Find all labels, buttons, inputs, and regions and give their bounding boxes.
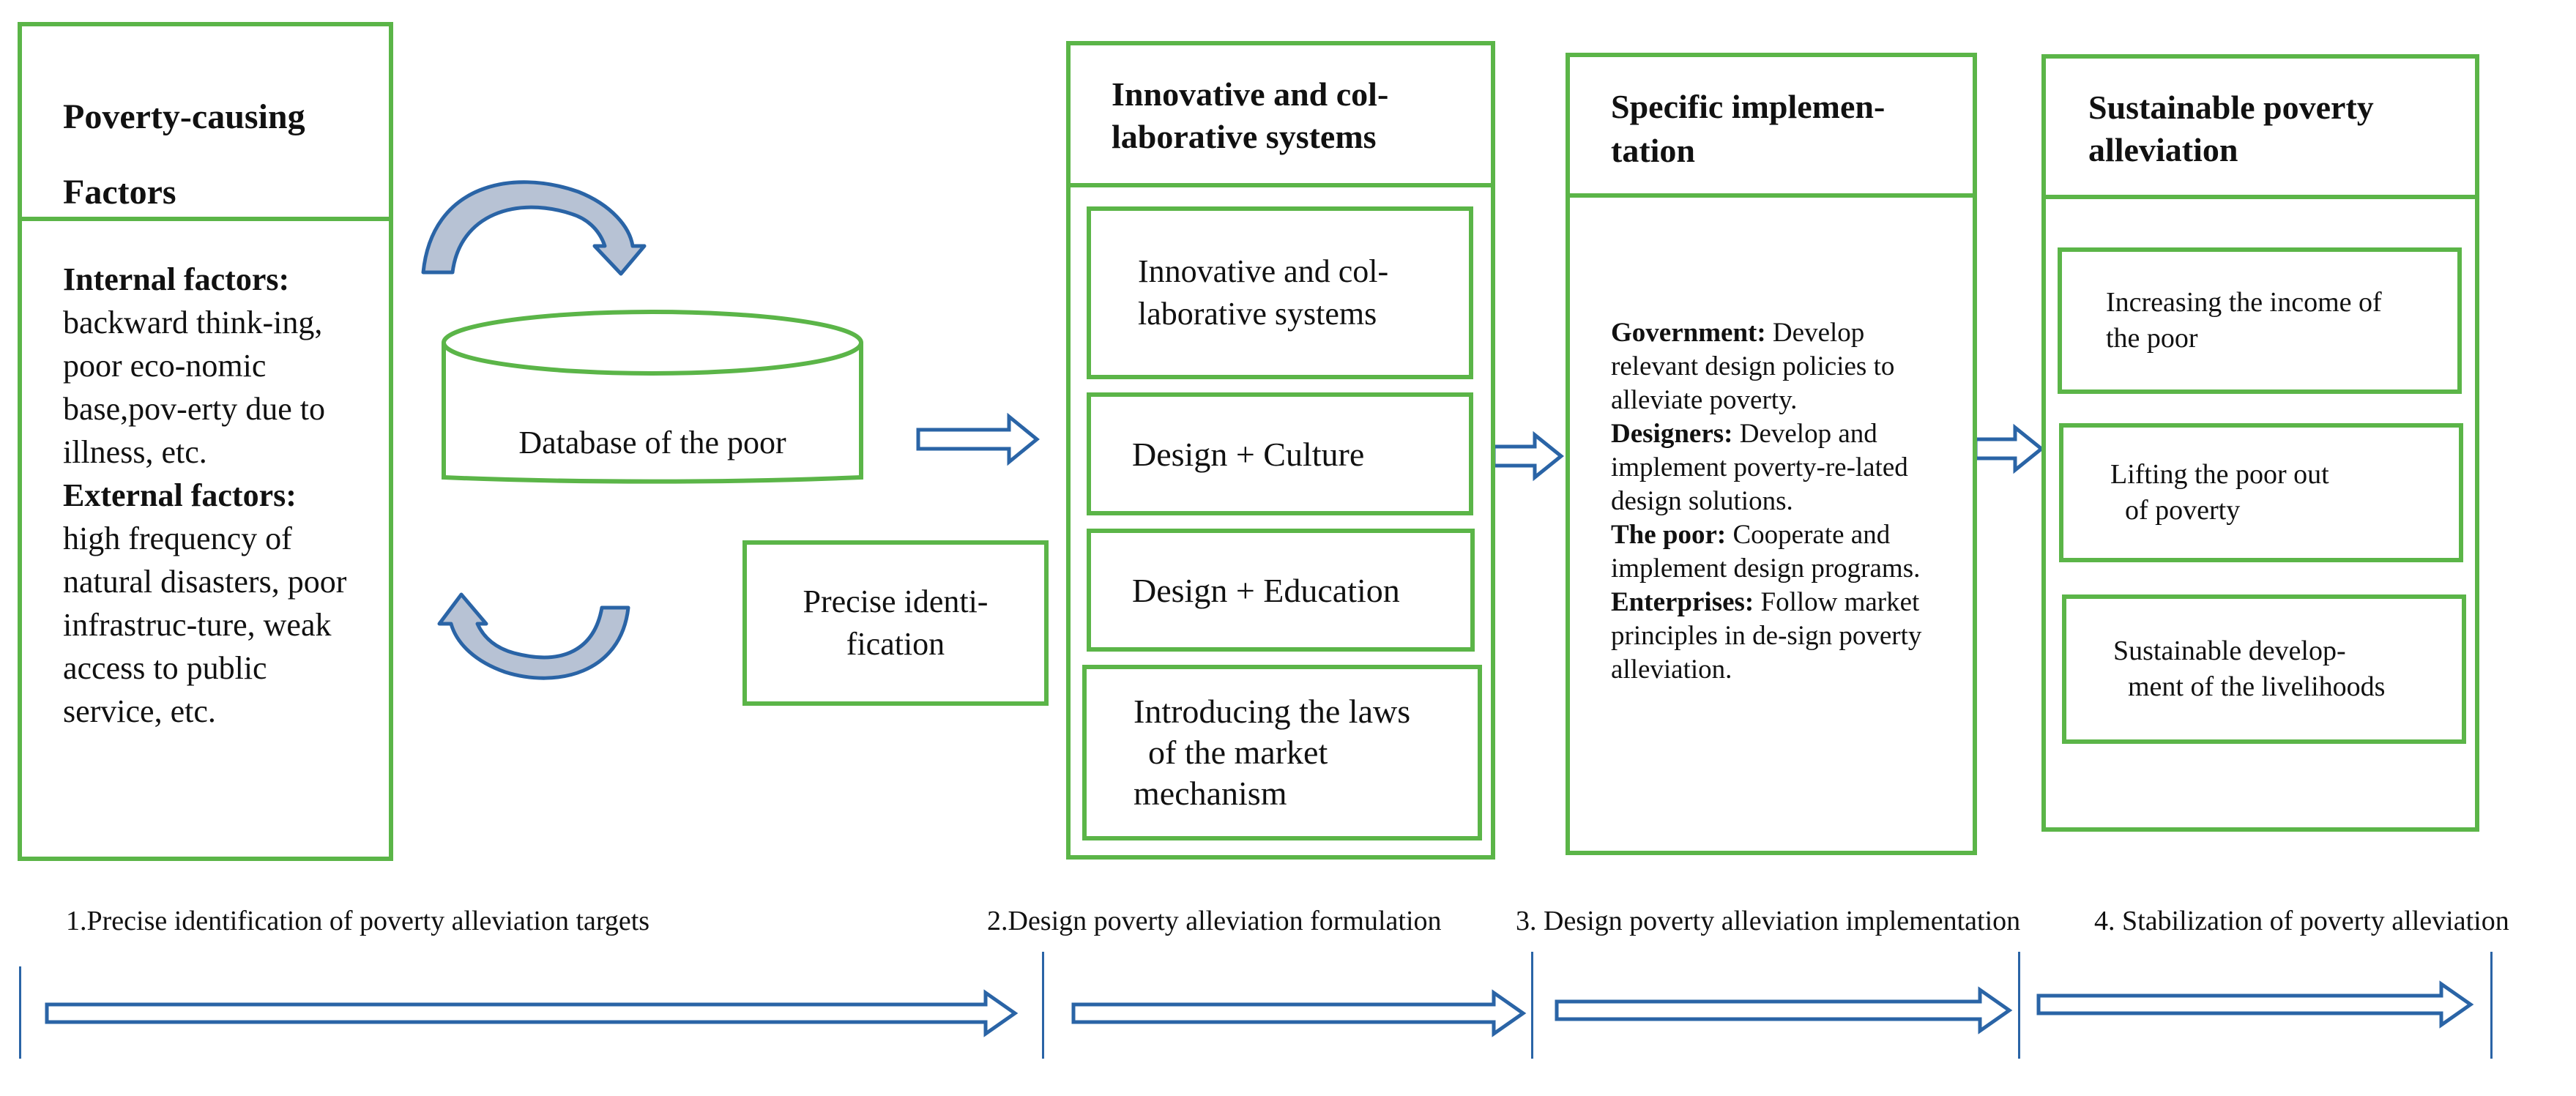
- implementation-title: Specific implemen- tation: [1611, 85, 1885, 173]
- goal-line1: Increasing the income of: [2106, 286, 2382, 318]
- innovative-header-box: [1066, 41, 1495, 187]
- sustainable-title: Sustainable poverty alleviation: [2088, 86, 2374, 171]
- entry-text: Cooperate and implement design programs.: [1611, 520, 1921, 584]
- timeline-stage-4: 4. Stabilization of poverty alleviation: [2094, 906, 2509, 936]
- implementation-title-line2: tation: [1611, 132, 1695, 169]
- factors-header-box: [18, 22, 393, 221]
- entry-label: Enterprises:: [1611, 587, 1754, 617]
- goal-line2: the poor: [2106, 323, 2198, 354]
- timeline-stage-3: 3. Design poverty alleviation implementa…: [1516, 906, 2021, 936]
- innovative-item-line2: of the market: [1148, 734, 1328, 771]
- implementation-title-line1: Specific implemen-: [1611, 88, 1886, 125]
- innovative-item-line1: Design + Education: [1132, 571, 1400, 609]
- sustainable-title-line2: alleviation: [2088, 131, 2238, 168]
- innovative-item-line1: Introducing the laws: [1133, 693, 1411, 730]
- innovative-item-line2: laborative systems: [1138, 296, 1377, 332]
- goal-line1: Lifting the poor out: [2110, 458, 2329, 490]
- cycle-arrow-bottom: [437, 592, 630, 680]
- innovative-item-line3: mechanism: [1133, 775, 1287, 812]
- goal-line2: of poverty: [2125, 495, 2241, 526]
- innovative-item-systems: Innovative and col- laborative systems: [1087, 206, 1473, 379]
- factors-title-line2: Factors: [63, 173, 176, 212]
- entry-label: Government:: [1611, 318, 1766, 348]
- implementation-entry-poor: The poor: Cooperate and implement design…: [1611, 518, 1939, 586]
- precise-identification-box: Precise identi- fication: [742, 540, 1049, 706]
- innovative-title-line2: laborative systems: [1112, 118, 1377, 155]
- entry-text: Develop relevant design policies to alle…: [1611, 318, 1895, 415]
- implementation-entry-designers: Designers: Develop and implement poverty…: [1611, 417, 1939, 518]
- implementation-entry-enterprises: Enterprises: Follow market principles in…: [1611, 586, 1939, 687]
- arrow-database-to-systems: [916, 412, 1040, 466]
- timeline-separator: [1042, 952, 1044, 1059]
- sustainable-title-line1: Sustainable poverty: [2088, 89, 2374, 126]
- timeline-separator: [19, 966, 21, 1059]
- goal-line1: Sustainable develop-: [2113, 635, 2346, 666]
- precise-line2: fication: [846, 626, 945, 662]
- innovative-item-market-laws: Introducing the laws of the market mecha…: [1082, 665, 1482, 840]
- goal-sustainable-livelihoods: Sustainable develop- ment of the livelih…: [2062, 594, 2466, 744]
- timeline-separator: [2490, 952, 2493, 1059]
- arrow-implementation-to-sustainable: [1973, 423, 2044, 474]
- factors-title-line1: Poverty-causing: [63, 97, 305, 136]
- internal-factors-label: Internal factors:: [63, 261, 290, 297]
- innovative-item-line1: Design + Culture: [1132, 435, 1365, 473]
- goal-income: Increasing the income of the poor: [2058, 247, 2462, 394]
- innovative-title: Innovative and col- laborative systems: [1112, 73, 1388, 158]
- goal-lifting-out: Lifting the poor out of poverty: [2059, 423, 2463, 562]
- factors-body-box: [18, 217, 393, 861]
- internal-factors-text: backward think-ing, poor eco-nomic base,…: [63, 305, 325, 470]
- database-label: Database of the poor: [518, 425, 786, 461]
- factors-body: Internal factors: backward think-ing, po…: [63, 258, 356, 733]
- innovative-title-line1: Innovative and col-: [1112, 75, 1389, 113]
- timeline-separator: [2018, 952, 2020, 1059]
- timeline-stage-2: 2.Design poverty alleviation formulation: [987, 906, 1442, 936]
- external-factors-label: External factors:: [63, 477, 297, 513]
- timeline-arrow-3: [1555, 986, 2013, 1035]
- entry-text: Develop and implement poverty-re-lated d…: [1611, 419, 1908, 516]
- sustainable-header-box: [2041, 54, 2479, 201]
- innovative-item-line1: Innovative and col-: [1138, 253, 1389, 289]
- timeline-arrow-1: [45, 989, 1019, 1037]
- timeline-arrow-4: [2036, 980, 2474, 1029]
- implementation-entry-government: Government: Develop relevant design poli…: [1611, 316, 1939, 417]
- timeline-arrow-2: [1071, 989, 1527, 1037]
- implementation-entries: Government: Develop relevant design poli…: [1611, 316, 1939, 687]
- external-factors-text: high frequency of natural disasters, poo…: [63, 521, 347, 729]
- factors-title: Poverty-causing Factors: [63, 79, 305, 230]
- entry-label: Designers:: [1611, 419, 1733, 449]
- database-cylinder-shape: [442, 310, 863, 484]
- entry-label: The poor:: [1611, 520, 1727, 550]
- innovative-item-design-culture: Design + Culture: [1087, 392, 1473, 515]
- precise-line1: Precise identi-: [803, 584, 989, 619]
- timeline-stage-1: 1.Precise identification of poverty alle…: [66, 906, 650, 936]
- implementation-body-box: [1566, 193, 1977, 855]
- arrow-systems-to-implementation: [1492, 430, 1564, 482]
- entry-text: Follow market principles in de-sign pove…: [1611, 587, 1922, 685]
- goal-line2: ment of the livelihoods: [2128, 671, 2386, 702]
- timeline-separator: [1531, 952, 1533, 1059]
- innovative-item-design-education: Design + Education: [1087, 529, 1475, 652]
- cycle-arrow-top: [421, 180, 647, 276]
